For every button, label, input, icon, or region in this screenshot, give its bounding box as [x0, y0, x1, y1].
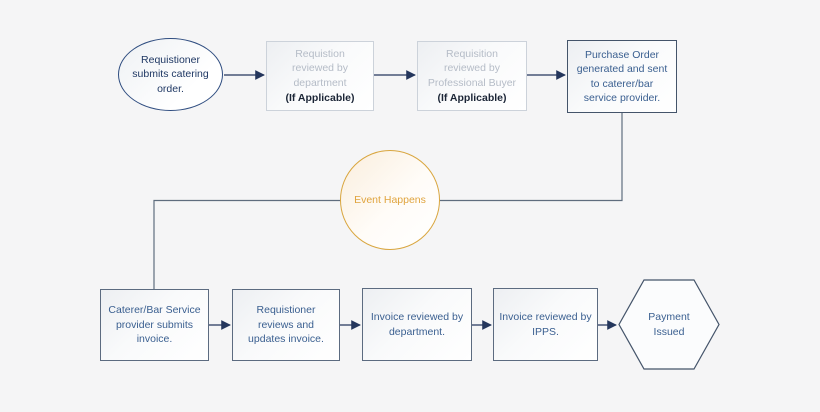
node-requisition-reviewed-by-buyer-label: Requisition reviewed by Professional Buy… [427, 47, 517, 89]
node-invoice-reviewed-by-department-label: Invoice reviewed by department. [370, 311, 464, 338]
node-requisition-reviewed-by-department: Requistion reviewed by department (If Ap… [266, 41, 374, 111]
node-event-happens-label: Event Happens [354, 193, 426, 206]
node-invoice-reviewed-by-ipps-label: Invoice reviewed by IPPS. [499, 311, 592, 338]
node-caterer-submits-invoice: Caterer/Bar Service provider submits inv… [100, 289, 209, 361]
node-invoice-reviewed-by-ipps: Invoice reviewed by IPPS. [493, 288, 598, 361]
node-invoice-reviewed-by-department: Invoice reviewed by department. [362, 288, 472, 361]
node-requisition-reviewed-by-buyer: Requisition reviewed by Professional Buy… [417, 41, 527, 111]
node-caterer-submits-invoice-label: Caterer/Bar Service provider submits inv… [108, 304, 201, 346]
node-requisition-reviewed-by-department-label: Requistion reviewed by department [291, 47, 349, 89]
node-event-happens: Event Happens [340, 150, 440, 250]
node-purchase-order-generated: Purchase Order generated and sent to cat… [567, 40, 677, 113]
node-payment-issued: Payment Issued [618, 279, 720, 370]
node-requisition-reviewed-by-department-note: (If Applicable) [285, 91, 355, 104]
node-purchase-order-generated-label: Purchase Order generated and sent to cat… [576, 48, 668, 104]
node-payment-issued-label: Payment Issued [648, 311, 690, 338]
node-requisitioner-submits-order: Requistioner submits catering order. [118, 38, 223, 111]
node-requisitioner-updates-invoice-label: Requistioner reviews and updates invoice… [248, 304, 324, 346]
node-requisitioner-updates-invoice: Requistioner reviews and updates invoice… [232, 289, 340, 361]
payment-hexagon-shape [618, 279, 720, 370]
node-requisition-reviewed-by-buyer-note: (If Applicable) [437, 91, 507, 104]
node-requisitioner-submits-order-label: Requistioner submits catering order. [132, 53, 209, 95]
